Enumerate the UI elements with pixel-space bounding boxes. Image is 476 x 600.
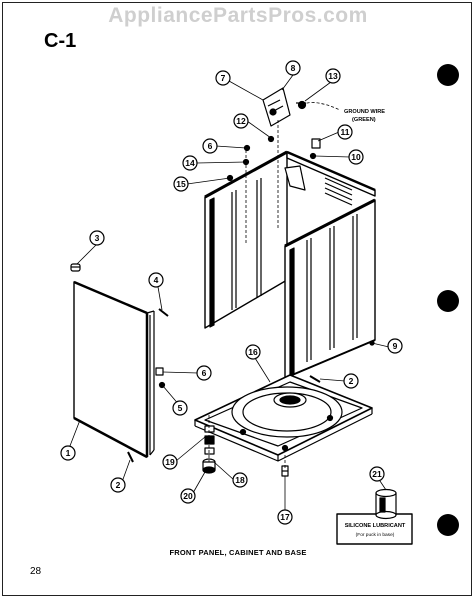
callout-14: 14 bbox=[185, 158, 195, 168]
callout-2-right: 2 bbox=[349, 376, 354, 386]
callout-7: 7 bbox=[221, 73, 226, 83]
page-border bbox=[2, 2, 472, 596]
cabinet-right-side-panel bbox=[284, 198, 376, 379]
binder-hole-middle bbox=[437, 290, 459, 312]
assembly-lines bbox=[208, 102, 341, 470]
diagram-caption: FRONT PANEL, CABINET AND BASE bbox=[169, 548, 307, 557]
lubricant-note: (For puck in base) bbox=[356, 532, 395, 538]
binder-hole-bottom bbox=[437, 514, 459, 536]
callout-19: 19 bbox=[165, 457, 175, 467]
watermark: AppliancePartsPros.com bbox=[108, 4, 368, 27]
front-panel bbox=[73, 280, 155, 459]
callout-12: 12 bbox=[236, 116, 246, 126]
silicone-lubricant-box bbox=[336, 488, 413, 545]
callout-circles bbox=[60, 60, 403, 525]
callout-10: 10 bbox=[351, 152, 361, 162]
callout-20: 20 bbox=[183, 491, 193, 501]
callout-5: 5 bbox=[178, 403, 183, 413]
callout-17: 17 bbox=[280, 512, 290, 522]
ground-wire-color: (GREEN) bbox=[352, 117, 376, 123]
section-code: C-1 bbox=[44, 30, 77, 52]
cabinet-base bbox=[194, 374, 373, 462]
leader-lines bbox=[67, 74, 390, 510]
callout-4: 4 bbox=[154, 275, 159, 285]
callout-16: 16 bbox=[248, 347, 258, 357]
callout-6-front: 6 bbox=[202, 368, 207, 378]
callout-1: 1 bbox=[66, 448, 71, 458]
callout-13: 13 bbox=[328, 71, 338, 81]
callout-6-top: 6 bbox=[208, 141, 213, 151]
callout-18: 18 bbox=[235, 475, 245, 485]
page-number: 28 bbox=[30, 566, 42, 577]
lubricant-title: SILICONE LUBRICANT bbox=[345, 523, 406, 529]
callout-11: 11 bbox=[341, 127, 350, 137]
callout-21: 21 bbox=[372, 469, 382, 479]
callout-15: 15 bbox=[176, 179, 186, 189]
callout-2-left: 2 bbox=[116, 480, 121, 490]
binder-hole-top bbox=[437, 64, 459, 86]
callout-9: 9 bbox=[393, 341, 398, 351]
callout-8: 8 bbox=[291, 63, 296, 73]
cabinet-top-frame bbox=[286, 150, 376, 206]
callout-3: 3 bbox=[95, 233, 100, 243]
ground-wire-label: GROUND WIRE bbox=[344, 109, 385, 115]
